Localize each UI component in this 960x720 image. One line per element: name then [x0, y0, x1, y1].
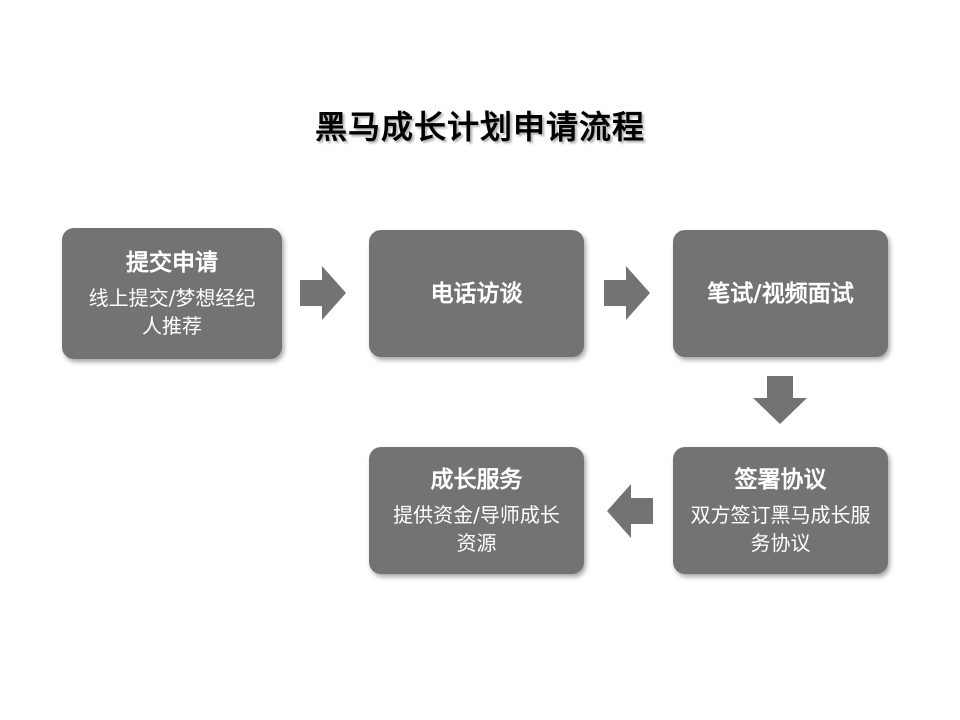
arrow-left-icon — [607, 484, 653, 538]
arrow-down-icon — [753, 376, 807, 424]
step-description: 线上提交/梦想经纪人推荐 — [88, 285, 256, 338]
arrow-right-icon — [300, 266, 346, 320]
step-sign-agreement: 签署协议 双方签订黑马成长服务协议 — [673, 447, 888, 574]
step-submit-application: 提交申请 线上提交/梦想经纪人推荐 — [62, 228, 282, 359]
step-title: 成长服务 — [430, 466, 523, 493]
step-title: 电话访谈 — [430, 280, 523, 307]
step-title: 笔试/视频面试 — [707, 280, 854, 307]
step-description: 提供资金/导师成长资源 — [393, 502, 560, 555]
step-title: 提交申请 — [126, 249, 218, 276]
step-growth-service: 成长服务 提供资金/导师成长资源 — [369, 447, 584, 574]
diagram-title: 黑马成长计划申请流程 — [314, 108, 645, 146]
step-phone-interview: 电话访谈 — [369, 230, 584, 357]
arrow-right-icon — [604, 266, 650, 320]
step-written-video-interview: 笔试/视频面试 — [673, 230, 888, 357]
step-title: 签署协议 — [734, 466, 827, 493]
step-description: 双方签订黑马成长服务协议 — [690, 502, 871, 555]
